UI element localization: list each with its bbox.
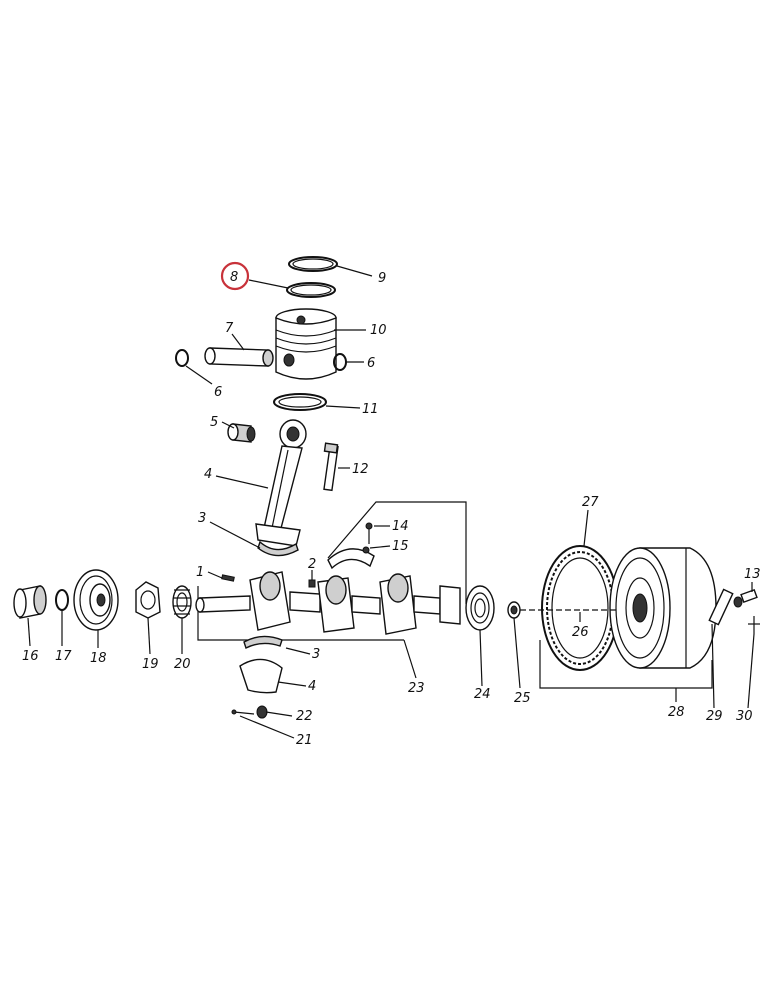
- rod-cap: [239, 658, 283, 694]
- woodruff-key: [221, 574, 235, 582]
- label-27: 27: [582, 495, 599, 510]
- hub-19: [135, 581, 161, 619]
- label-29: 29: [706, 709, 723, 724]
- piston-pin: [204, 347, 274, 367]
- label-13: 13: [744, 567, 761, 582]
- label-20: 20: [174, 657, 191, 672]
- flywheel-group-bracket: [539, 640, 713, 689]
- label-21: 21: [296, 733, 313, 748]
- bearing-shell-upper: [257, 540, 299, 557]
- label-19: 19: [142, 657, 159, 672]
- label-18: 18: [90, 651, 107, 666]
- main-bearing-cap: [327, 522, 375, 570]
- label-14: 14: [392, 519, 409, 534]
- label-8: 8: [230, 270, 238, 285]
- label-17: 17: [55, 649, 72, 664]
- ring-gear: [541, 545, 619, 671]
- locating-pin-30: [748, 616, 760, 634]
- label-10: 10: [370, 323, 387, 338]
- label-4-upper: 4: [204, 467, 212, 482]
- label-3-upper: 3: [198, 511, 206, 526]
- label-11: 11: [362, 402, 379, 417]
- label-1: 1: [196, 565, 204, 580]
- label-5: 5: [210, 415, 218, 430]
- label-15: 15: [392, 539, 409, 554]
- crankshaft: [195, 571, 461, 635]
- oil-ring: [273, 393, 327, 411]
- circlip-left: [175, 349, 189, 367]
- label-6-left: 6: [214, 385, 222, 400]
- rod-bolt: [323, 442, 339, 492]
- label-4-lower: 4: [308, 679, 316, 694]
- flywheel-bolt-13: [733, 588, 758, 608]
- piston-ring-9: [288, 256, 338, 272]
- rod-nut: [256, 705, 268, 719]
- label-12: 12: [352, 462, 369, 477]
- flywheel: [609, 547, 717, 669]
- label-2: 2: [308, 557, 316, 572]
- pilot-bearing-25: [507, 601, 521, 619]
- leader-lines: [27, 265, 755, 739]
- label-3-lower: 3: [312, 647, 320, 662]
- flywheel-dowel-29: [708, 588, 734, 626]
- label-30: 30: [736, 709, 753, 724]
- label-6-right: 6: [367, 356, 375, 371]
- small-end-bush: [227, 423, 256, 443]
- crank-pulley-18: [73, 569, 119, 631]
- piston-ring-8: [286, 282, 336, 298]
- label-16: 16: [22, 649, 39, 664]
- label-25: 25: [514, 691, 531, 706]
- piston: [275, 308, 337, 380]
- dowel-pin: [308, 579, 316, 588]
- highlight-circle-8: [220, 261, 250, 291]
- bearing-shell-lower: [243, 635, 283, 649]
- label-26: 26: [572, 625, 589, 640]
- label-9: 9: [378, 271, 386, 286]
- rear-seal-24: [465, 585, 495, 631]
- washer-17: [55, 589, 69, 611]
- cotter-pin: [231, 709, 255, 715]
- pulley-nut-16: [13, 585, 47, 619]
- connecting-rod: [255, 419, 307, 547]
- label-24: 24: [474, 687, 491, 702]
- timing-gear-20: [172, 585, 192, 619]
- part-labels: 9 8 10 7 6 6 11 5 4 12 3 14 15 1 2 3 4 2…: [22, 270, 761, 748]
- label-7: 7: [225, 321, 234, 336]
- label-23: 23: [408, 681, 425, 696]
- label-28: 28: [668, 705, 685, 720]
- label-22: 22: [296, 709, 313, 724]
